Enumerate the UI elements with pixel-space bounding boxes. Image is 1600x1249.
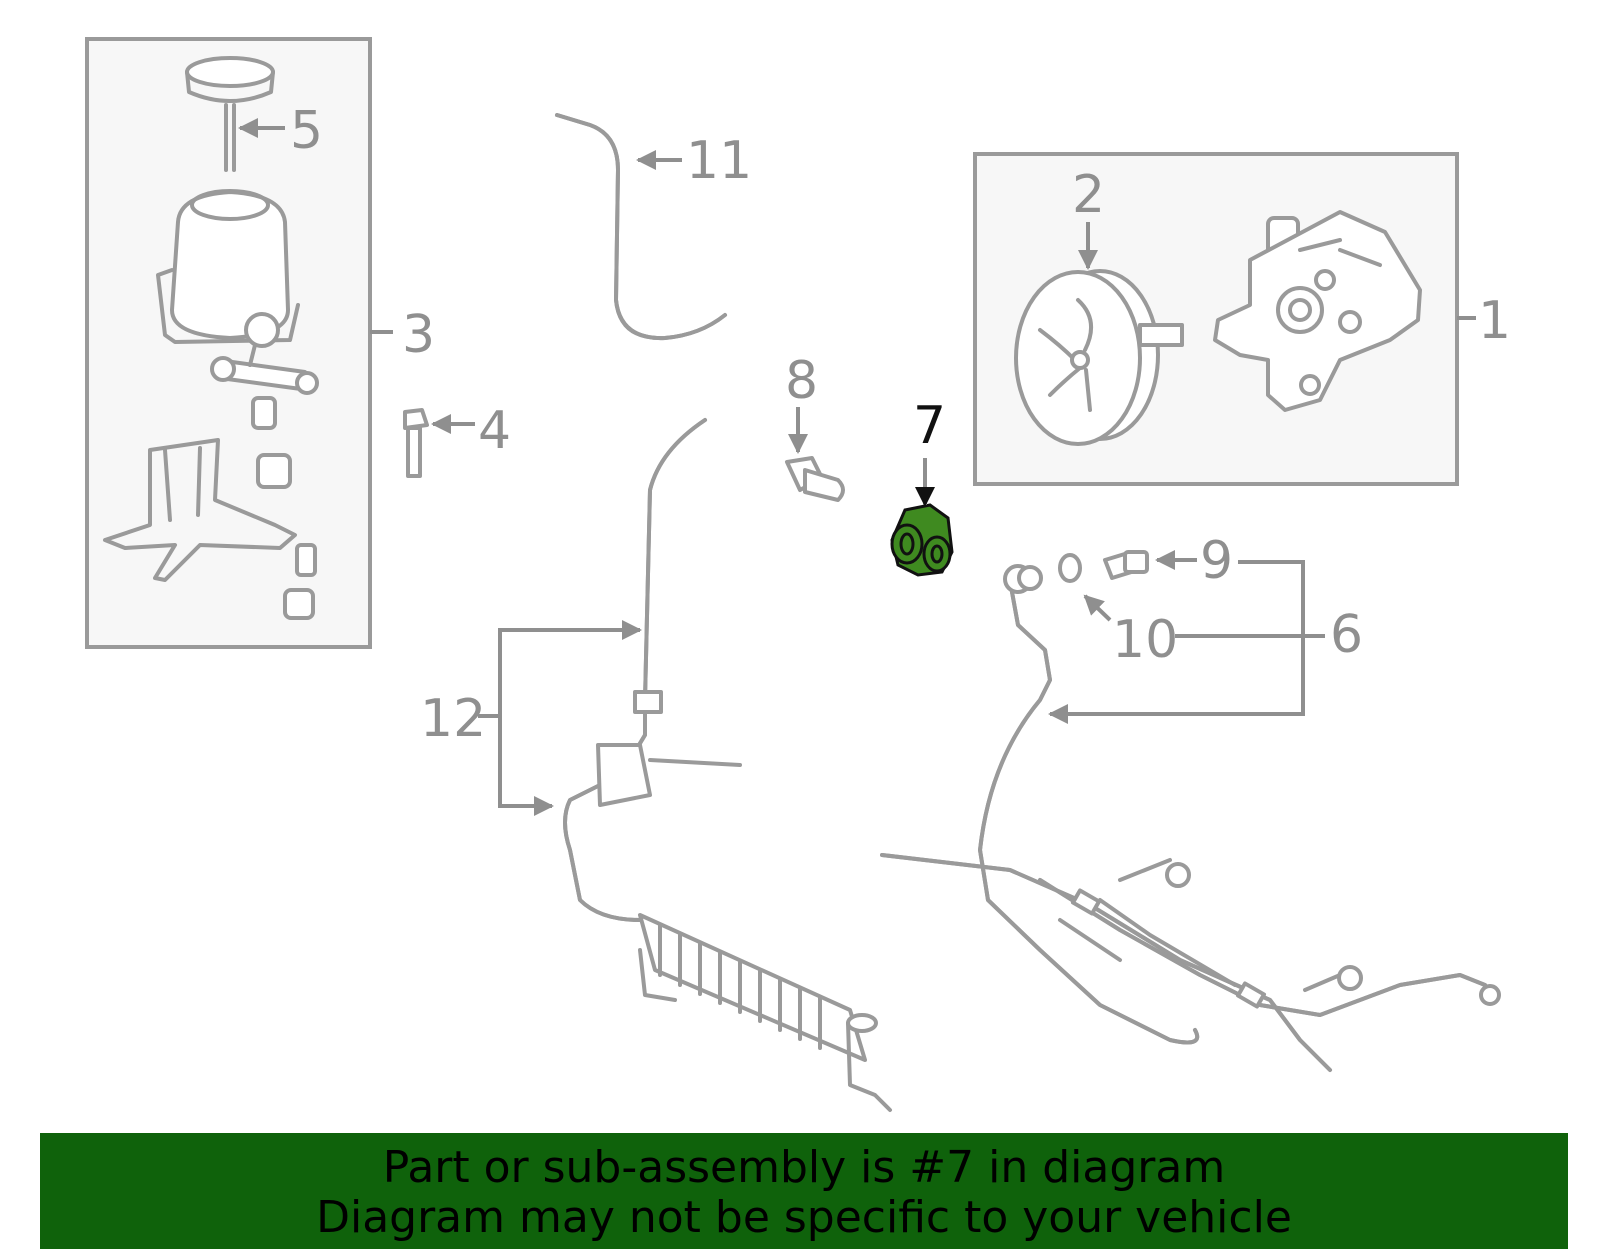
callout-4: 4 (478, 401, 511, 461)
callout-10: 10 (1112, 610, 1178, 670)
callout-8: 8 (785, 351, 818, 411)
steering-gear-lines (880, 853, 1501, 1072)
fitting-part-8 (785, 456, 845, 502)
pulley-part-2 (1014, 269, 1184, 446)
callout-11: 11 (686, 131, 752, 191)
pressure-line-part-6 (978, 564, 1200, 1045)
switch-part-9 (1103, 550, 1149, 580)
callout-1: 1 (1478, 291, 1511, 351)
callout-5: 5 (290, 101, 323, 161)
callout-2: 2 (1072, 165, 1105, 225)
banner-line-1: Part or sub-assembly is #7 in diagram (382, 1142, 1226, 1193)
mount-bracket (103, 396, 317, 620)
bolt-part-4 (403, 408, 429, 478)
reservoir-cap (185, 56, 275, 172)
reservoir-tank (156, 189, 319, 395)
callout-12: 12 (420, 689, 486, 749)
callout-7: 7 (913, 396, 946, 456)
return-line-part-12 (563, 418, 892, 1112)
info-banner: Part or sub-assembly is #7 in diagram Di… (40, 1133, 1568, 1249)
pump-body-part-1 (1213, 210, 1422, 412)
banner-line-2: Diagram may not be specific to your vehi… (316, 1192, 1292, 1243)
highlighted-part-7 (890, 503, 954, 577)
callout-6: 6 (1330, 605, 1363, 665)
callout-3: 3 (402, 305, 435, 365)
o-ring-part-10 (1058, 553, 1082, 583)
callout-9: 9 (1200, 531, 1233, 591)
